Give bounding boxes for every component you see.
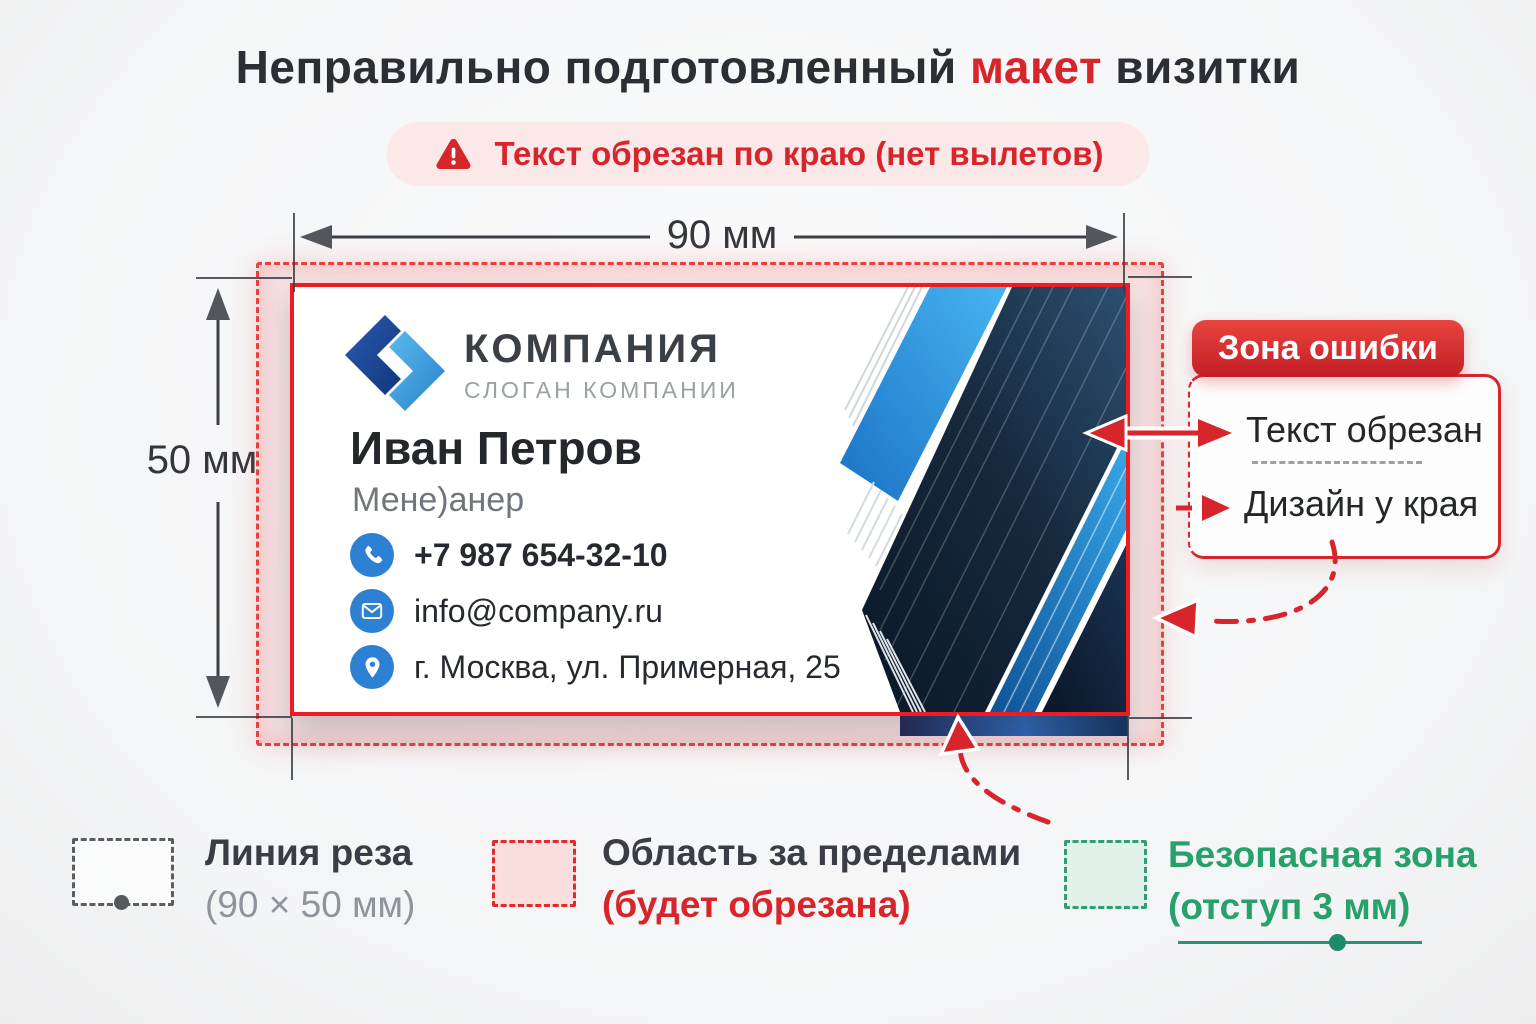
company-name: КОМПАНИЯ — [464, 327, 721, 371]
page-title-suffix: визитки — [1115, 41, 1301, 93]
legend-safe-zone-subtitle: (отступ 3 мм) — [1168, 886, 1411, 927]
cut-line-dot-icon — [114, 895, 129, 910]
contact-row-address: г. Москва, ул. Примерная, 25 — [350, 645, 841, 689]
callout-divider — [1252, 461, 1422, 464]
company-slogan: СЛОГАН КОМПАНИИ — [464, 377, 739, 403]
dimension-height-label: 50 мм — [146, 438, 258, 482]
legend-safe-zone-title: Безопасная зона — [1168, 834, 1477, 875]
safe-zone-underline — [1178, 941, 1422, 944]
callout-item-design-edge: Дизайн у края — [1244, 483, 1479, 524]
design-overflow-strip — [900, 715, 1128, 736]
dimension-arrow-height — [206, 288, 230, 708]
safe-zone-swatch-icon — [1064, 840, 1147, 909]
callout-item-text-cut: Текст обрезан — [1246, 409, 1483, 450]
person-role: Мене)анер — [352, 481, 525, 519]
contact-phone-value: +7 987 654-32-10 — [414, 536, 668, 573]
card-background-design — [840, 287, 1126, 712]
company-logo-icon — [345, 313, 445, 413]
page-title: Неправильно подготовленный макет визитки — [0, 40, 1536, 94]
contact-email-value: info@company.ru — [414, 592, 663, 629]
page-title-highlight: макет — [969, 41, 1102, 93]
contact-row-phone: +7 987 654-32-10 — [350, 533, 841, 577]
dimension-width-label: 90 мм — [666, 213, 778, 257]
phone-icon — [350, 533, 394, 577]
business-card: КОМПАНИЯ СЛОГАН КОМПАНИИ Иван Петров Мен… — [290, 283, 1130, 716]
legend-cut-line-subtitle: (90 × 50 мм) — [205, 884, 416, 925]
bleed-area-swatch-icon — [492, 840, 576, 907]
contact-address-value: г. Москва, ул. Примерная, 25 — [414, 648, 841, 685]
legend-cut-line-title: Линия реза — [205, 832, 413, 873]
cut-line-swatch-icon — [72, 838, 174, 906]
error-callout-header: Зона ошибки — [1192, 320, 1464, 377]
page-title-prefix: Неправильно подготовленный — [235, 41, 957, 93]
person-name: Иван Петров — [350, 422, 642, 474]
email-icon — [350, 589, 394, 633]
warning-banner: Текст обрезан по краю (нет вылетов) — [386, 122, 1150, 186]
safe-zone-underline-dot — [1329, 934, 1346, 951]
contact-row-email: info@company.ru — [350, 589, 841, 633]
warning-triangle-icon — [433, 134, 475, 174]
contact-list: +7 987 654-32-10 info@company.ru — [350, 533, 841, 689]
warning-text: Текст обрезан по краю (нет вылетов) — [494, 135, 1104, 172]
error-callout-box: Текст обрезан Дизайн у края — [1188, 374, 1501, 559]
location-icon — [350, 645, 394, 689]
legend-bleed-subtitle: (будет обрезана) — [602, 884, 911, 925]
legend-bleed-title: Область за пределами — [602, 832, 1022, 873]
